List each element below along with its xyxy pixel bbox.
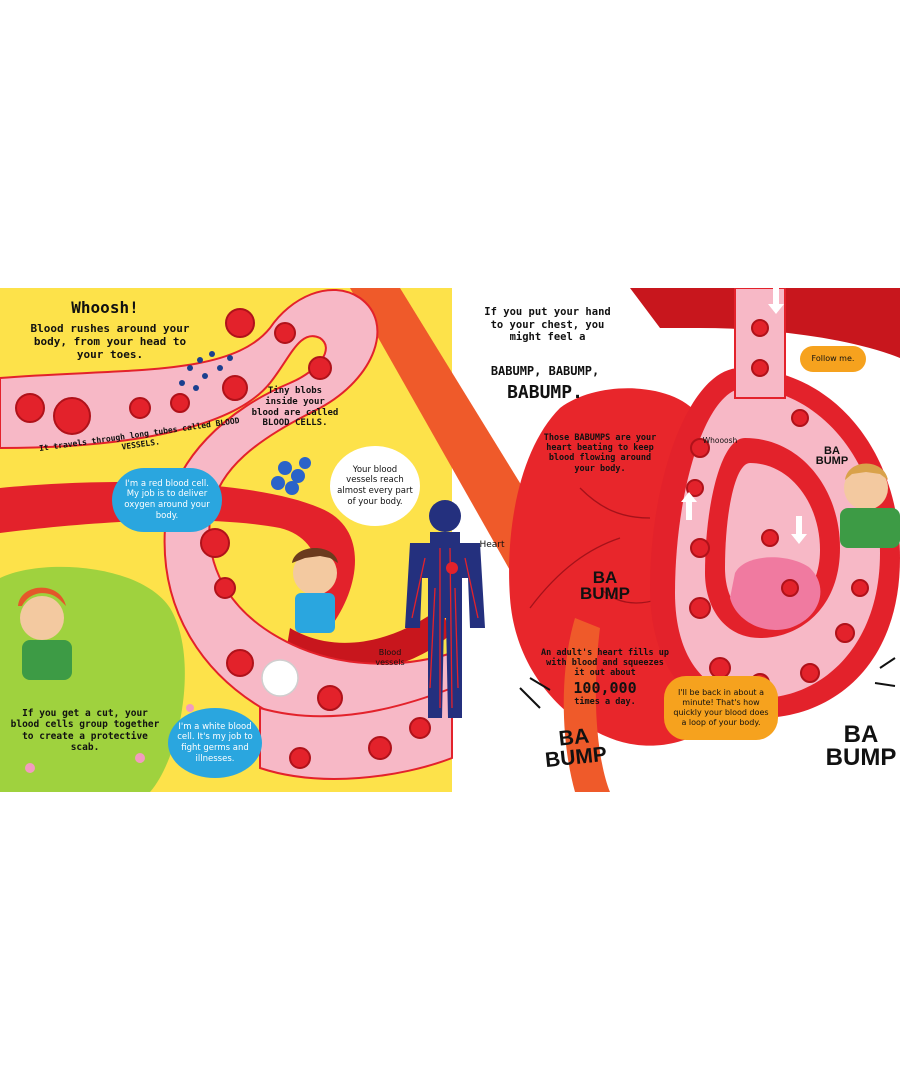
spread-illustration [0,288,900,792]
heart-fact: An adult's heart fills up with blood and… [540,648,670,707]
chest-text: If you put your hand to your chest, you … [484,306,611,344]
orange-vessel-right [563,618,610,792]
heartbeat-text: Those BABUMPS are your heart beating to … [543,433,657,474]
white-cell-bubble: I'm a white blood cell. It's my job to f… [168,708,262,778]
body-vessel-lines [411,547,479,709]
listener-body [840,508,900,548]
scab-text: If you get a cut, your blood cells group… [10,708,160,754]
impact-lines [519,657,896,709]
ba-label: BA [824,445,840,457]
blue-blobs [179,351,233,391]
ba-bump-left: BA BUMP [533,724,617,773]
ba-bump-right: BA BUMP [822,721,900,771]
bump-label: BUMP [815,455,849,468]
blue-cell-cluster [271,457,311,495]
heart-fact-after: times a day. [574,696,636,707]
pink-vessel-into-heart [734,288,786,399]
ba-bump-heart: BA BUMP [570,568,640,604]
babump-big: BABUMP. [507,382,583,403]
body-silhouette [405,500,485,718]
book-spread: Whoosh! Blood rushes around your body, f… [0,288,900,792]
ba-label: BA [592,568,618,587]
boy-hair [292,548,338,563]
ba-label: BA [843,721,879,748]
red-vessel-left [0,482,355,628]
bump-label: BUMP [579,584,631,604]
follow-me-bubble: Follow me. [800,346,866,372]
listener-head [844,466,888,510]
girl-hair [18,587,66,606]
red-blood-cells [15,308,431,769]
whoosh-heading: Whoosh! [71,298,139,317]
heart-inner-blob [730,557,821,630]
intro-text: Blood rushes around your body, from your… [30,322,190,362]
orange-vessel [350,288,560,608]
vessels-reach-bubble: Your blood vessels reach almost every pa… [330,446,420,526]
ba-bump-small: BA BUMP [812,446,852,467]
red-cell-bubble: I'm a red blood cell. My job is to deliv… [112,468,222,532]
back-bubble: I'll be back in about a minute! That's h… [664,676,778,740]
flow-arrows [681,288,807,544]
boy-head [293,551,337,595]
girl-head [20,596,64,640]
bump-label: BUMP [825,743,897,771]
listener-hair [845,463,888,480]
heart-fact-number: 100,000 [573,678,637,697]
cells-caption: Tiny blobs inside your blood are called … [251,386,339,429]
boy-body [295,593,335,633]
white-blood-cell [261,659,299,697]
red-vessel-mid [285,608,452,672]
girl-body [22,640,72,680]
heart-dot [446,562,458,574]
whoosh-small: Whooosh [702,436,738,445]
heart-label: Heart [479,540,505,550]
vessels-label: Blood vessels [375,648,405,667]
flowers [25,704,194,773]
heart-fact-before: An adult's heart fills up with blood and… [541,648,669,679]
babump-small: BABUMP, BABUMP, [490,364,600,378]
